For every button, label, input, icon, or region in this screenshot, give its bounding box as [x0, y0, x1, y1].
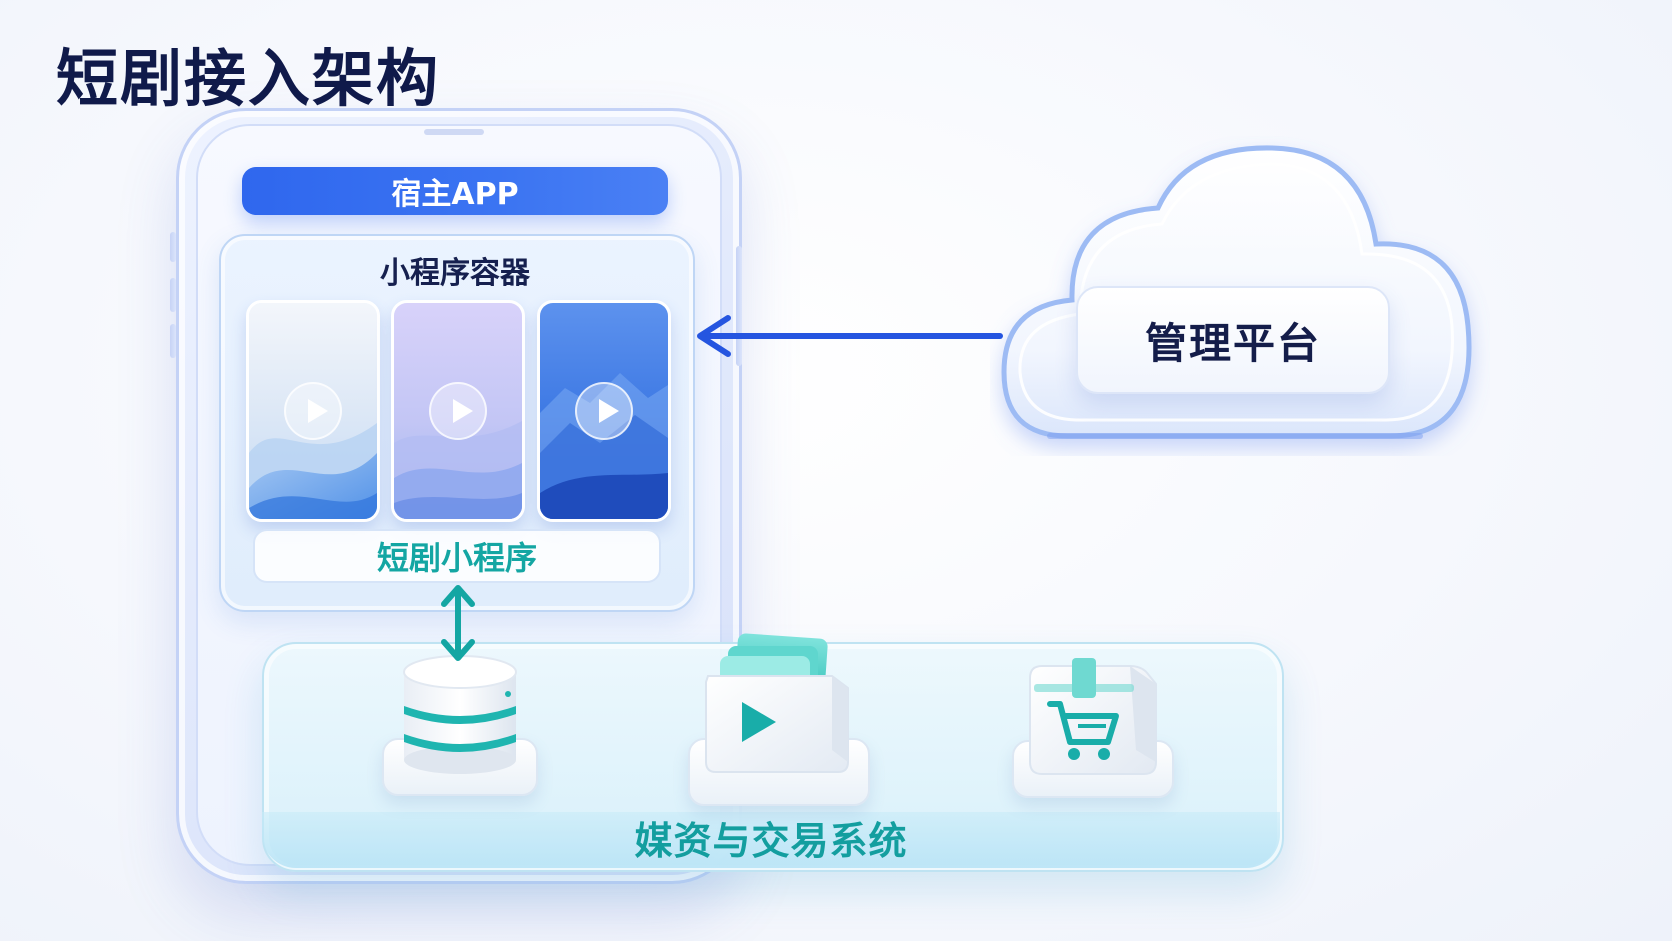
management-platform-label: 管理平台	[1144, 318, 1321, 368]
phone-power-button	[736, 246, 742, 366]
phone-side-button	[170, 324, 176, 358]
host-app-label: 宿主APP	[391, 177, 519, 212]
video-card[interactable]	[391, 300, 525, 522]
video-card[interactable]	[537, 300, 671, 522]
shopping-cart-icon	[1029, 658, 1157, 775]
page-title: 短剧接入架构	[56, 42, 441, 115]
database-icon	[403, 655, 517, 774]
video-card[interactable]	[246, 300, 380, 522]
mini-program-container-title: 小程序容器	[380, 256, 530, 291]
phone-side-button	[170, 232, 176, 262]
cloud-to-container-arrow	[697, 315, 1003, 357]
mini-program-label-bar: 短剧小程序	[253, 529, 661, 583]
mini-program-label: 短剧小程序	[376, 539, 537, 577]
play-icon[interactable]	[429, 382, 487, 440]
management-platform-box: 管理平台	[1076, 286, 1390, 394]
phone-speaker	[424, 129, 484, 135]
media-library-icon	[705, 633, 849, 773]
video-thumbnail	[249, 303, 377, 519]
backend-system-platform-front	[262, 812, 1280, 868]
backend-system-label: 媒资与交易系统	[634, 819, 908, 863]
play-icon[interactable]	[284, 382, 342, 440]
host-app-bar: 宿主APP	[242, 167, 668, 215]
phone-side-button	[170, 278, 176, 312]
play-icon[interactable]	[575, 382, 633, 440]
